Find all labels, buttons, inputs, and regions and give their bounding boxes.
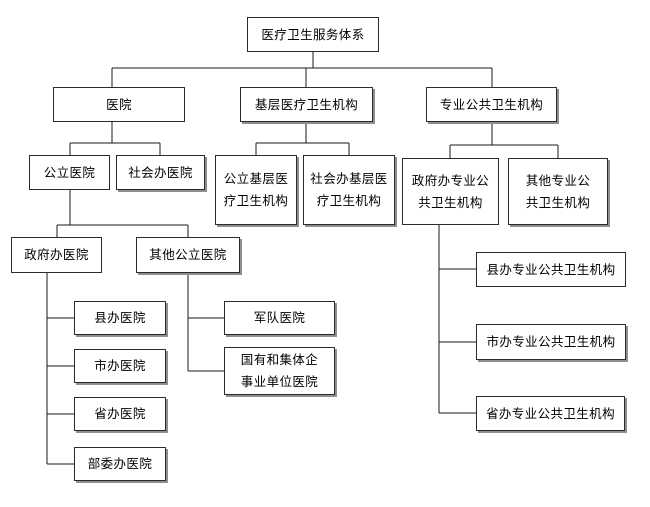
- node-root[interactable]: 医疗卫生服务体系: [247, 17, 379, 52]
- node-primary-care[interactable]: 基层医疗卫生机构: [240, 87, 373, 122]
- node-province-hospitals[interactable]: 省办医院: [74, 397, 166, 431]
- node-military-hospitals[interactable]: 军队医院: [224, 301, 335, 335]
- node-soe-hospitals[interactable]: 国有和集体企 事业单位医院: [224, 347, 335, 395]
- node-public-health[interactable]: 专业公共卫生机构: [426, 87, 557, 122]
- node-social-primary-care[interactable]: 社会办基层医 疗卫生机构: [303, 155, 395, 225]
- node-province-public-health[interactable]: 省办专业公共卫生机构: [476, 396, 625, 431]
- node-ministry-hospitals[interactable]: 部委办医院: [74, 447, 166, 481]
- node-county-public-health[interactable]: 县办专业公共卫生机构: [476, 252, 626, 287]
- node-gov-hospitals[interactable]: 政府办医院: [11, 237, 102, 273]
- node-public-primary-care[interactable]: 公立基层医 疗卫生机构: [215, 155, 297, 225]
- node-other-public-hospitals[interactable]: 其他公立医院: [136, 237, 240, 273]
- node-city-public-health[interactable]: 市办专业公共卫生机构: [476, 324, 626, 360]
- node-social-hospitals[interactable]: 社会办医院: [116, 155, 205, 190]
- node-county-hospitals[interactable]: 县办医院: [74, 301, 166, 335]
- node-city-hospitals[interactable]: 市办医院: [74, 349, 166, 383]
- node-gov-public-health[interactable]: 政府办专业公 共卫生机构: [402, 158, 499, 225]
- node-hospitals[interactable]: 医院: [53, 87, 185, 122]
- node-other-public-health[interactable]: 其他专业公 共卫生机构: [508, 158, 608, 225]
- node-public-hospitals[interactable]: 公立医院: [29, 155, 110, 190]
